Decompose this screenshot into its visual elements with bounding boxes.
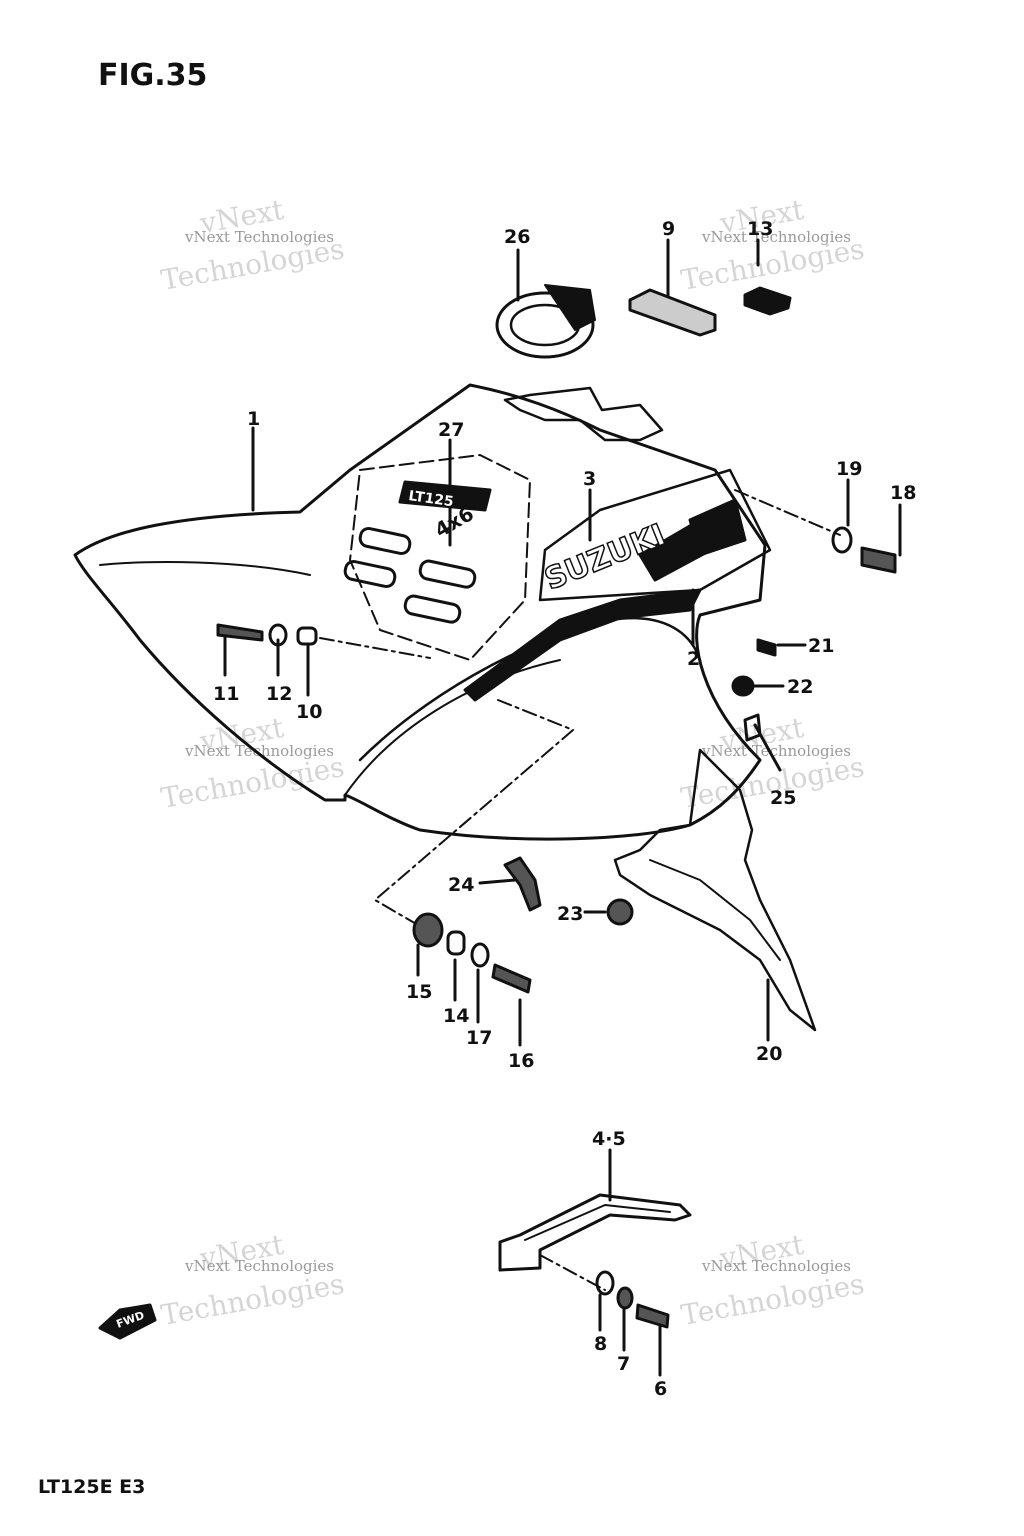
part-label-16: 16 [508,1050,534,1072]
washer-part-8 [595,1270,615,1296]
ring-clamp [495,291,595,359]
fwd-arrow [98,1303,157,1340]
part-label-6: 6 [654,1378,667,1400]
bolt-part-16 [491,963,532,994]
part-label-13: 13 [747,218,773,240]
suzuki-logo-text: SUZUKI [540,518,670,598]
washer-part-17 [470,942,490,968]
vent-slot [403,594,462,624]
part-label-9: 9 [662,218,675,240]
bolt-part-6 [635,1303,670,1329]
figure-title: FIG.35 [98,58,208,93]
bolt-part-11 [216,623,264,642]
washer-part-19 [831,526,853,554]
part-label-3: 3 [583,468,596,490]
brace-part-4-5 [498,1193,692,1272]
part-label-27: 27 [438,419,464,441]
nut-part-22 [731,675,755,697]
model-badge [398,480,492,512]
part-label-24: 24 [448,874,474,896]
part-label-11: 11 [213,683,239,705]
part-label-20: 20 [756,1043,782,1065]
part-label-22: 22 [787,676,813,698]
part-label-7: 7 [617,1353,630,1375]
plate-part-9 [628,288,717,337]
part-label-12: 12 [266,683,292,705]
clip-part-13 [743,286,792,316]
washer-part-12 [268,623,288,647]
grommet-part-15 [412,912,444,948]
mud-flap [613,748,817,1032]
part-label-4-5: 4·5 [592,1128,626,1150]
vent-slot [418,559,477,589]
model-badge-text: LT125 [407,488,454,510]
collar-part-10 [296,626,318,646]
collar-part-14 [446,930,466,956]
bolt-part-18 [860,546,897,574]
vent-slot [358,526,412,556]
part-label-14: 14 [443,1005,469,1027]
vent-slot [343,559,397,589]
part-label-19: 19 [836,458,862,480]
part-label-2: 2 [687,648,700,670]
part-label-21: 21 [808,635,834,657]
part-label-15: 15 [406,981,432,1003]
washer-part-7 [616,1286,634,1310]
screw-part-21 [756,638,777,657]
model-code: LT125E E3 [38,1476,146,1498]
suzuki-decal [538,468,772,602]
part-label-23: 23 [557,903,583,925]
part-label-10: 10 [296,701,322,723]
part-label-1: 1 [247,408,260,430]
part-label-25: 25 [770,787,796,809]
clip-part-25 [743,713,762,742]
part-label-26: 26 [504,226,530,248]
part-label-8: 8 [594,1333,607,1355]
part-label-18: 18 [890,482,916,504]
part-label-17: 17 [466,1027,492,1049]
bracket-part-24 [503,856,542,912]
grommet-part-23 [606,898,634,926]
